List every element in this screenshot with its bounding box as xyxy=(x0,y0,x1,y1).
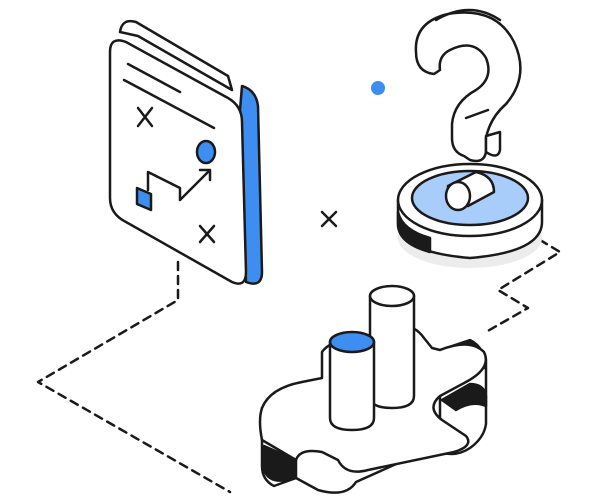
question-hook-inner xyxy=(464,108,490,120)
document-line-2 xyxy=(122,78,216,130)
cross-mark-icon xyxy=(320,210,338,228)
question-hook-side xyxy=(484,130,502,157)
pedestal-dark-band xyxy=(396,210,432,254)
short-pillar xyxy=(328,330,376,432)
document-route-arrowhead xyxy=(198,168,212,182)
document-back-page xyxy=(118,19,234,92)
dashed-path-right xyxy=(484,238,562,334)
document-front-page xyxy=(108,39,248,285)
question-hook-edge xyxy=(434,8,502,22)
tall-pillar xyxy=(368,284,416,410)
puzzle-shadow-front xyxy=(262,444,298,482)
document-target-dot xyxy=(195,139,217,165)
cross-mark-icon xyxy=(136,106,154,128)
strategy-plan-document-icon xyxy=(108,19,264,285)
puzzle-shadow-right xyxy=(440,382,488,412)
dashed-path-left xyxy=(36,260,232,494)
question-mark-icon xyxy=(396,8,544,268)
dot-icon xyxy=(371,81,385,95)
document-route-arrow xyxy=(146,170,210,202)
cylinder-pillars-icon xyxy=(328,284,416,432)
question-hook xyxy=(414,11,522,163)
question-dot-face xyxy=(444,180,472,212)
document-line-1 xyxy=(126,62,182,94)
document-start-marker xyxy=(135,186,153,212)
dashed-connectors xyxy=(36,238,562,494)
cross-mark-icon xyxy=(198,224,216,244)
